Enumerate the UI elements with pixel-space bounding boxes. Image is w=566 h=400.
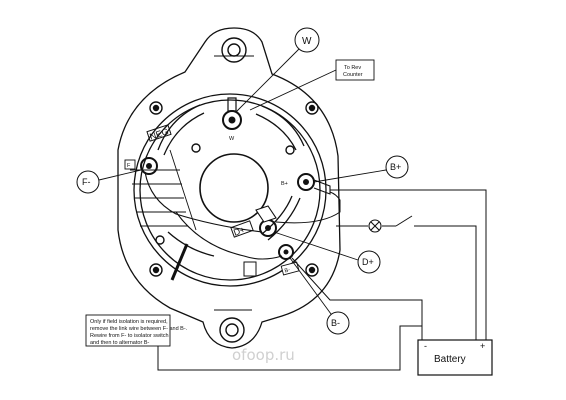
warning-lamp-icon xyxy=(368,219,382,233)
f-minus-terminal: F xyxy=(124,157,158,175)
svg-text:Only if field isolation is req: Only if field isolation is required, xyxy=(90,319,168,325)
tacho-callout: To Rev Counter xyxy=(249,59,375,111)
f-minus-callout: F- xyxy=(76,169,142,194)
screw-bottom-left xyxy=(149,263,163,277)
neg-tab: NEG xyxy=(146,124,172,142)
b-plus-callout: B+ xyxy=(313,155,409,183)
w-callout: W xyxy=(235,27,320,113)
screw-small-right xyxy=(285,145,295,155)
field-isolation-note: Only if field isolation is required, rem… xyxy=(85,314,188,347)
d-plus-callout: D+ xyxy=(273,231,381,274)
svg-text:B+: B+ xyxy=(390,162,401,172)
mounting-holes xyxy=(149,37,319,343)
neg-tab-label: NEG xyxy=(148,126,170,142)
svg-text:and then to alternator B-: and then to alternator B- xyxy=(90,340,149,346)
link-wire xyxy=(144,171,283,281)
b-plus-wire xyxy=(330,189,487,340)
svg-text:F-: F- xyxy=(82,177,91,187)
top-mount-hole xyxy=(221,37,247,63)
alternator-body xyxy=(117,27,341,349)
b-plus-terminal: B+ xyxy=(281,173,331,195)
b-minus-terminal: B- xyxy=(243,244,300,277)
svg-text:B-: B- xyxy=(331,318,340,328)
ignition-switch xyxy=(395,215,413,227)
battery: Battery - + xyxy=(417,339,493,376)
battery-pos-label: + xyxy=(480,341,485,351)
svg-text:W: W xyxy=(302,36,312,47)
svg-text:D+: D+ xyxy=(362,257,374,267)
screw-bottom-right xyxy=(305,263,319,277)
screw-small-left xyxy=(155,235,165,245)
screw-small-mid xyxy=(191,143,201,153)
w-terminal-label: W xyxy=(229,136,235,142)
svg-text:Rewire from F- to isolator swi: Rewire from F- to isolator switch xyxy=(90,333,169,339)
external-wiring xyxy=(157,189,487,371)
screw-top-right xyxy=(305,101,319,115)
b-minus-tab-label: B- xyxy=(284,267,291,274)
note-leader xyxy=(157,325,422,371)
svg-text:To Rev: To Rev xyxy=(344,65,361,71)
battery-label: Battery xyxy=(434,354,466,365)
b-minus-callout: B- xyxy=(289,257,350,335)
b-minus-wire xyxy=(291,257,423,340)
battery-neg-label: - xyxy=(424,341,427,351)
svg-text:Counter: Counter xyxy=(343,72,363,78)
w-terminal: W xyxy=(222,97,242,142)
watermark: ofoop.ru xyxy=(232,346,295,364)
b-plus-terminal-label: B+ xyxy=(281,181,288,187)
screw-top-left xyxy=(149,101,163,115)
svg-text:remove the link wire between F: remove the link wire between F- and B-. xyxy=(90,326,188,332)
bottom-mount-hole xyxy=(219,317,245,343)
d-plus-wire xyxy=(275,191,341,224)
f-tab-label: F xyxy=(127,163,131,169)
